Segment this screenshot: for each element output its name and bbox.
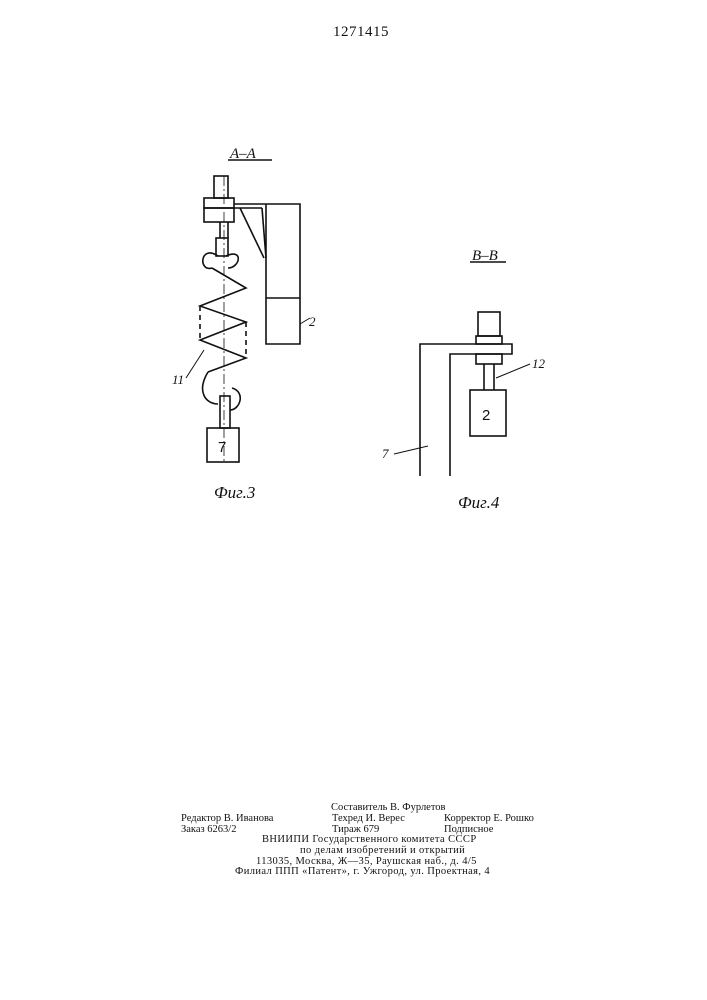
- fig4-caption: Фиг.4: [458, 493, 500, 512]
- fig4-label-plate: 7: [382, 446, 389, 461]
- fig3-section-label: А–А: [229, 146, 257, 162]
- colophon-order: Заказ 6263/2: [181, 824, 236, 836]
- figure-3: [186, 160, 310, 462]
- fig4-section-label: В–В: [472, 248, 498, 264]
- fig3-label-bracket: 2: [309, 314, 316, 329]
- fig3-label-weight: 7: [218, 439, 226, 456]
- colophon-branch: Филиал ППП «Патент», г. Ужгород, ул. Про…: [235, 866, 490, 878]
- fig4-label-block: 2: [482, 407, 490, 424]
- fig3-label-spring: 11: [172, 372, 184, 387]
- figure-4: [394, 262, 530, 476]
- technical-drawing: А–А 2 11 7 Фиг.3 В–В 12 2 7 Фиг.4: [0, 0, 707, 560]
- fig4-label-bolt: 12: [532, 356, 546, 371]
- fig3-caption: Фиг.3: [214, 483, 255, 502]
